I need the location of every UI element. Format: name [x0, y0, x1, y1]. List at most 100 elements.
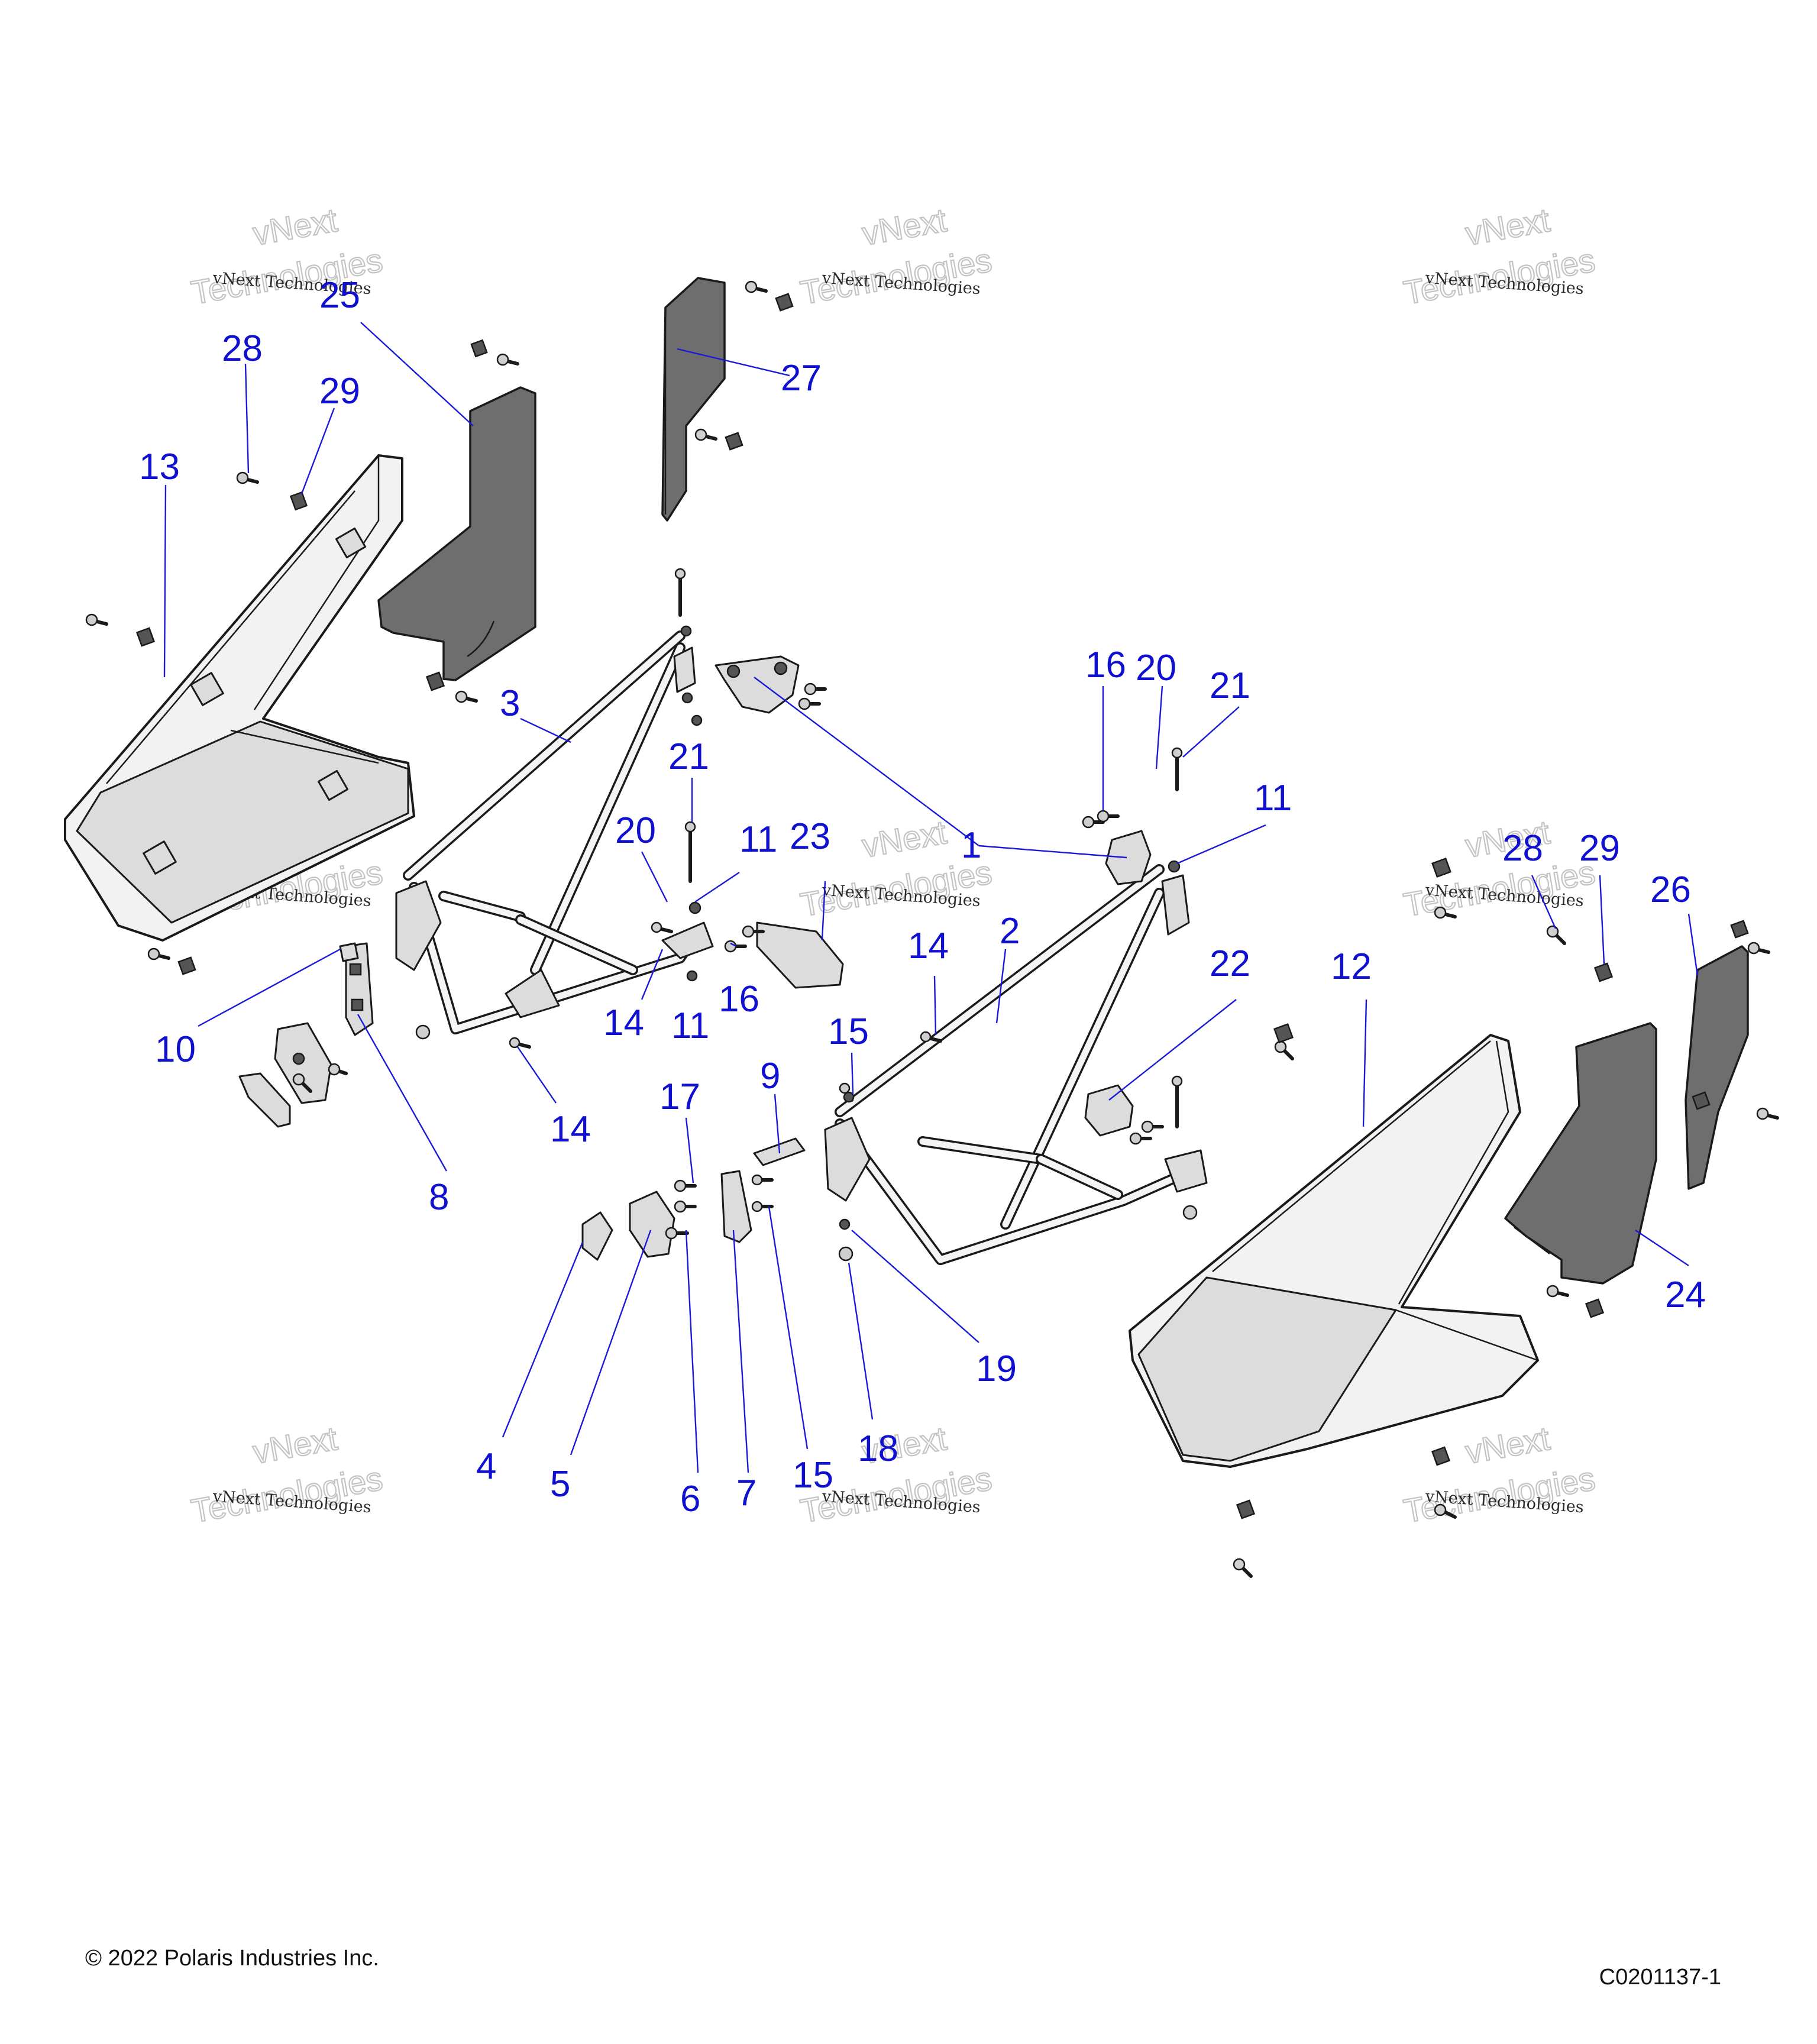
- callout-14-center: 14: [603, 1002, 644, 1043]
- clip-10: [339, 942, 359, 962]
- figure-id: C0201137-1: [1599, 1965, 1721, 1990]
- nut: [1431, 1446, 1451, 1466]
- bolt: [1129, 1132, 1152, 1145]
- bolt: [804, 683, 827, 696]
- bolt: [1434, 906, 1457, 919]
- fasteners: [85, 280, 1779, 1578]
- nut: [688, 901, 701, 914]
- leader-lines: [163, 322, 1699, 1473]
- callout-16-right: 16: [1085, 645, 1126, 685]
- bolt: [1097, 810, 1120, 823]
- bolt: [509, 1037, 531, 1049]
- callout-13: 13: [139, 447, 180, 487]
- callout-4: 4: [476, 1446, 496, 1487]
- nut: [1692, 1091, 1711, 1110]
- nut: [1730, 920, 1749, 939]
- callout-21-right: 21: [1210, 665, 1250, 706]
- callout-7: 7: [736, 1473, 756, 1513]
- bolt: [1756, 1107, 1779, 1120]
- bolt: [1141, 1120, 1164, 1133]
- bolt: [742, 925, 765, 938]
- bolt: [1082, 816, 1105, 829]
- nut: [843, 1091, 855, 1103]
- callout-2: 2: [1000, 911, 1020, 952]
- bolt: [694, 428, 717, 441]
- bolt: [455, 690, 478, 703]
- watermark-logo-text: vNext: [1463, 201, 1553, 253]
- callout-10: 10: [155, 1029, 196, 1070]
- door-frame-left: [395, 630, 714, 1034]
- callout-27: 27: [781, 358, 822, 399]
- callout-25: 25: [319, 275, 360, 316]
- callout-19: 19: [976, 1348, 1017, 1389]
- nut: [686, 970, 698, 982]
- nut: [681, 692, 693, 704]
- door-panel-left: [64, 454, 415, 942]
- bolt: [745, 280, 768, 293]
- callout-22: 22: [1210, 943, 1250, 984]
- striker-plate-left: [274, 1022, 332, 1104]
- bolt: [651, 921, 673, 933]
- callout-20-right: 20: [1136, 648, 1176, 688]
- callout-14-lower: 14: [550, 1109, 591, 1150]
- nut: [1585, 1298, 1605, 1318]
- door-panel-right: [1129, 1034, 1539, 1468]
- bolt: [236, 471, 259, 484]
- watermark-logo-text: vNext: [1463, 1419, 1553, 1471]
- watermark-logo-text: vNext: [859, 813, 949, 865]
- callout-14-right: 14: [908, 926, 949, 966]
- callout-3: 3: [500, 683, 520, 724]
- callout-1: 1: [961, 825, 981, 866]
- nut: [838, 1246, 853, 1262]
- callout-16-center: 16: [719, 979, 759, 1020]
- callout-29-left: 29: [319, 371, 360, 412]
- callout-12: 12: [1331, 946, 1372, 987]
- watermark-logo-text: vNext: [250, 1419, 340, 1471]
- watermark-bottom-left: vNext Technologies vNext Technologies: [187, 1419, 386, 1531]
- bolt: [665, 1227, 689, 1240]
- nut: [1593, 962, 1614, 982]
- nut: [1273, 1023, 1294, 1043]
- callout-24: 24: [1665, 1275, 1706, 1315]
- nut: [1236, 1499, 1256, 1519]
- hinge-bracket-right-1: [1105, 830, 1152, 885]
- bolt: [1747, 942, 1770, 955]
- inner-panel-upper: [661, 277, 726, 522]
- latch-7: [720, 1170, 752, 1243]
- callout-5: 5: [550, 1464, 570, 1505]
- callout-9: 9: [760, 1056, 780, 1097]
- nut: [775, 293, 794, 312]
- nut: [425, 671, 445, 691]
- nut: [680, 625, 692, 637]
- nut: [177, 956, 196, 975]
- nut: [1182, 1205, 1198, 1220]
- inner-panel-right: [1504, 1022, 1657, 1285]
- inner-panel-right-outer: [1685, 945, 1749, 1190]
- nut: [470, 339, 488, 358]
- callout-28-left: 28: [222, 328, 263, 369]
- loop-handle-4: [581, 1211, 613, 1261]
- bolt: [684, 821, 696, 883]
- watermark-bottom-right: vNext Technologies vNext Technologies: [1400, 1419, 1598, 1531]
- bolt: [1546, 925, 1566, 945]
- striker-plate-5: [629, 1191, 675, 1258]
- watermark-logo-text: vNext: [859, 201, 949, 253]
- inner-panel-left: [377, 386, 536, 681]
- nut: [135, 627, 156, 647]
- door-frame-right: [824, 864, 1208, 1265]
- bolt: [798, 697, 821, 710]
- loop-handle-left: [238, 1072, 291, 1128]
- callout-11-lower: 11: [671, 1005, 709, 1046]
- bolt: [328, 1063, 348, 1076]
- latch-8: [345, 942, 374, 1036]
- nut: [1168, 860, 1181, 873]
- nut: [725, 432, 743, 451]
- bolt: [674, 568, 686, 617]
- callout-11-center: 11: [739, 819, 777, 860]
- bolt: [496, 353, 519, 366]
- bolt: [674, 1200, 697, 1213]
- copyright-text: © 2022 Polaris Industries Inc.: [85, 1946, 379, 1971]
- watermark-middle-right: vNext Technologies vNext Technologies: [1400, 813, 1598, 924]
- callouts: 1 2 3 4 5 6 7 8 9 10 11 11 11 12 13 14 1…: [139, 275, 1706, 1519]
